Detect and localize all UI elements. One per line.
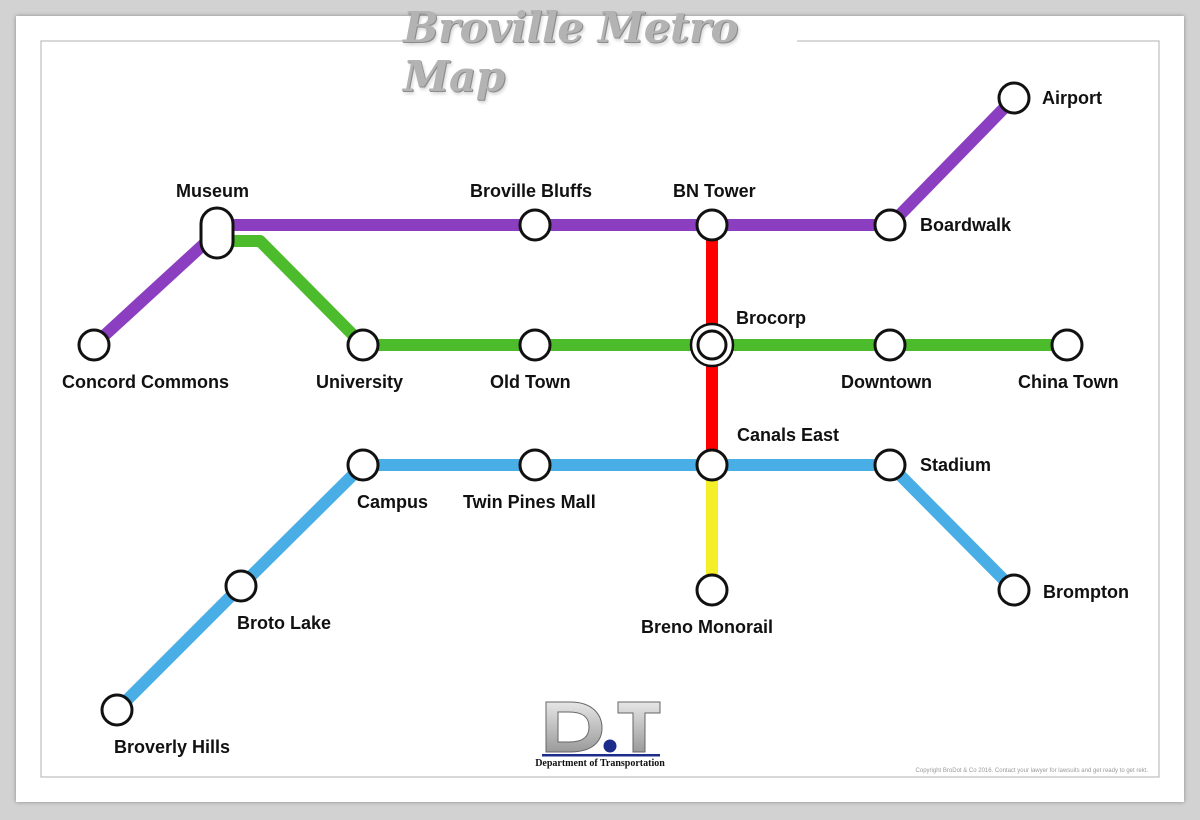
station-label-brompton[interactable]: Brompton	[1043, 582, 1129, 602]
map-board	[16, 16, 1184, 802]
logo-caption: Department of Transportation	[535, 758, 665, 769]
station-old-town-marker[interactable]	[518, 328, 552, 362]
green-line	[216, 235, 1067, 351]
station-brocorp-marker[interactable]	[696, 329, 728, 361]
station-label-stadium[interactable]: Stadium	[920, 455, 992, 475]
station-label-campus[interactable]: Campus	[357, 492, 429, 512]
station-downtown-marker[interactable]	[873, 328, 907, 362]
station-concord-commons-marker[interactable]	[77, 328, 111, 362]
station-breno-monorail-marker[interactable]	[695, 573, 729, 607]
logo-dot	[603, 739, 617, 753]
station-china-town-marker[interactable]	[1050, 328, 1084, 362]
station-airport-marker[interactable]	[997, 81, 1031, 115]
station-label-canals-east[interactable]: Canals East	[737, 425, 840, 445]
station-label-university[interactable]: University	[316, 372, 404, 392]
logo-underline	[542, 754, 660, 757]
station-boardwalk-marker[interactable]	[873, 208, 907, 242]
station-label-broverly-hills[interactable]: Broverly Hills	[114, 737, 231, 757]
station-label-china-town[interactable]: China Town	[1018, 372, 1119, 392]
station-label-brocorp[interactable]: Brocorp	[736, 308, 807, 328]
station-broverly-hills-marker[interactable]	[100, 693, 134, 727]
station-museum-marker[interactable]	[199, 206, 235, 260]
station-canals-east-marker[interactable]	[695, 448, 729, 482]
inner-border	[40, 40, 1160, 778]
station-stadium-marker[interactable]	[873, 448, 907, 482]
logo-letter-d	[545, 701, 603, 753]
dot-logo	[542, 701, 661, 757]
station-campus-marker[interactable]	[346, 448, 380, 482]
map-title: Broville Metro Map	[403, 3, 797, 101]
station-broville-bluffs-marker[interactable]	[518, 208, 552, 242]
station-label-concord-commons[interactable]: Concord Commons	[62, 372, 230, 392]
copyright-text: Copyright BroDot & Co 2016. Contact your…	[915, 768, 1148, 774]
station-bn-tower-marker[interactable]	[695, 208, 729, 242]
station-label-broto-lake[interactable]: Broto Lake	[237, 613, 332, 633]
station-label-downtown[interactable]: Downtown	[841, 372, 932, 392]
station-university-marker[interactable]	[346, 328, 380, 362]
station-label-twin-pines-mall[interactable]: Twin Pines Mall	[463, 492, 596, 512]
station-label-museum[interactable]: Museum	[176, 181, 250, 201]
station-twin-pines-mall-marker[interactable]	[518, 448, 552, 482]
station-label-old-town[interactable]: Old Town	[490, 372, 571, 392]
logo-letter-t	[617, 701, 661, 753]
station-label-airport[interactable]: Airport	[1042, 88, 1102, 108]
station-label-breno-monorail[interactable]: Breno Monorail	[641, 617, 774, 637]
station-label-broville-bluffs[interactable]: Broville Bluffs	[470, 181, 593, 201]
station-label-bn-tower[interactable]: BN Tower	[673, 181, 756, 201]
station-brompton-marker[interactable]	[997, 573, 1031, 607]
station-label-boardwalk[interactable]: Boardwalk	[920, 215, 1012, 235]
station-broto-lake-marker[interactable]	[224, 569, 258, 603]
